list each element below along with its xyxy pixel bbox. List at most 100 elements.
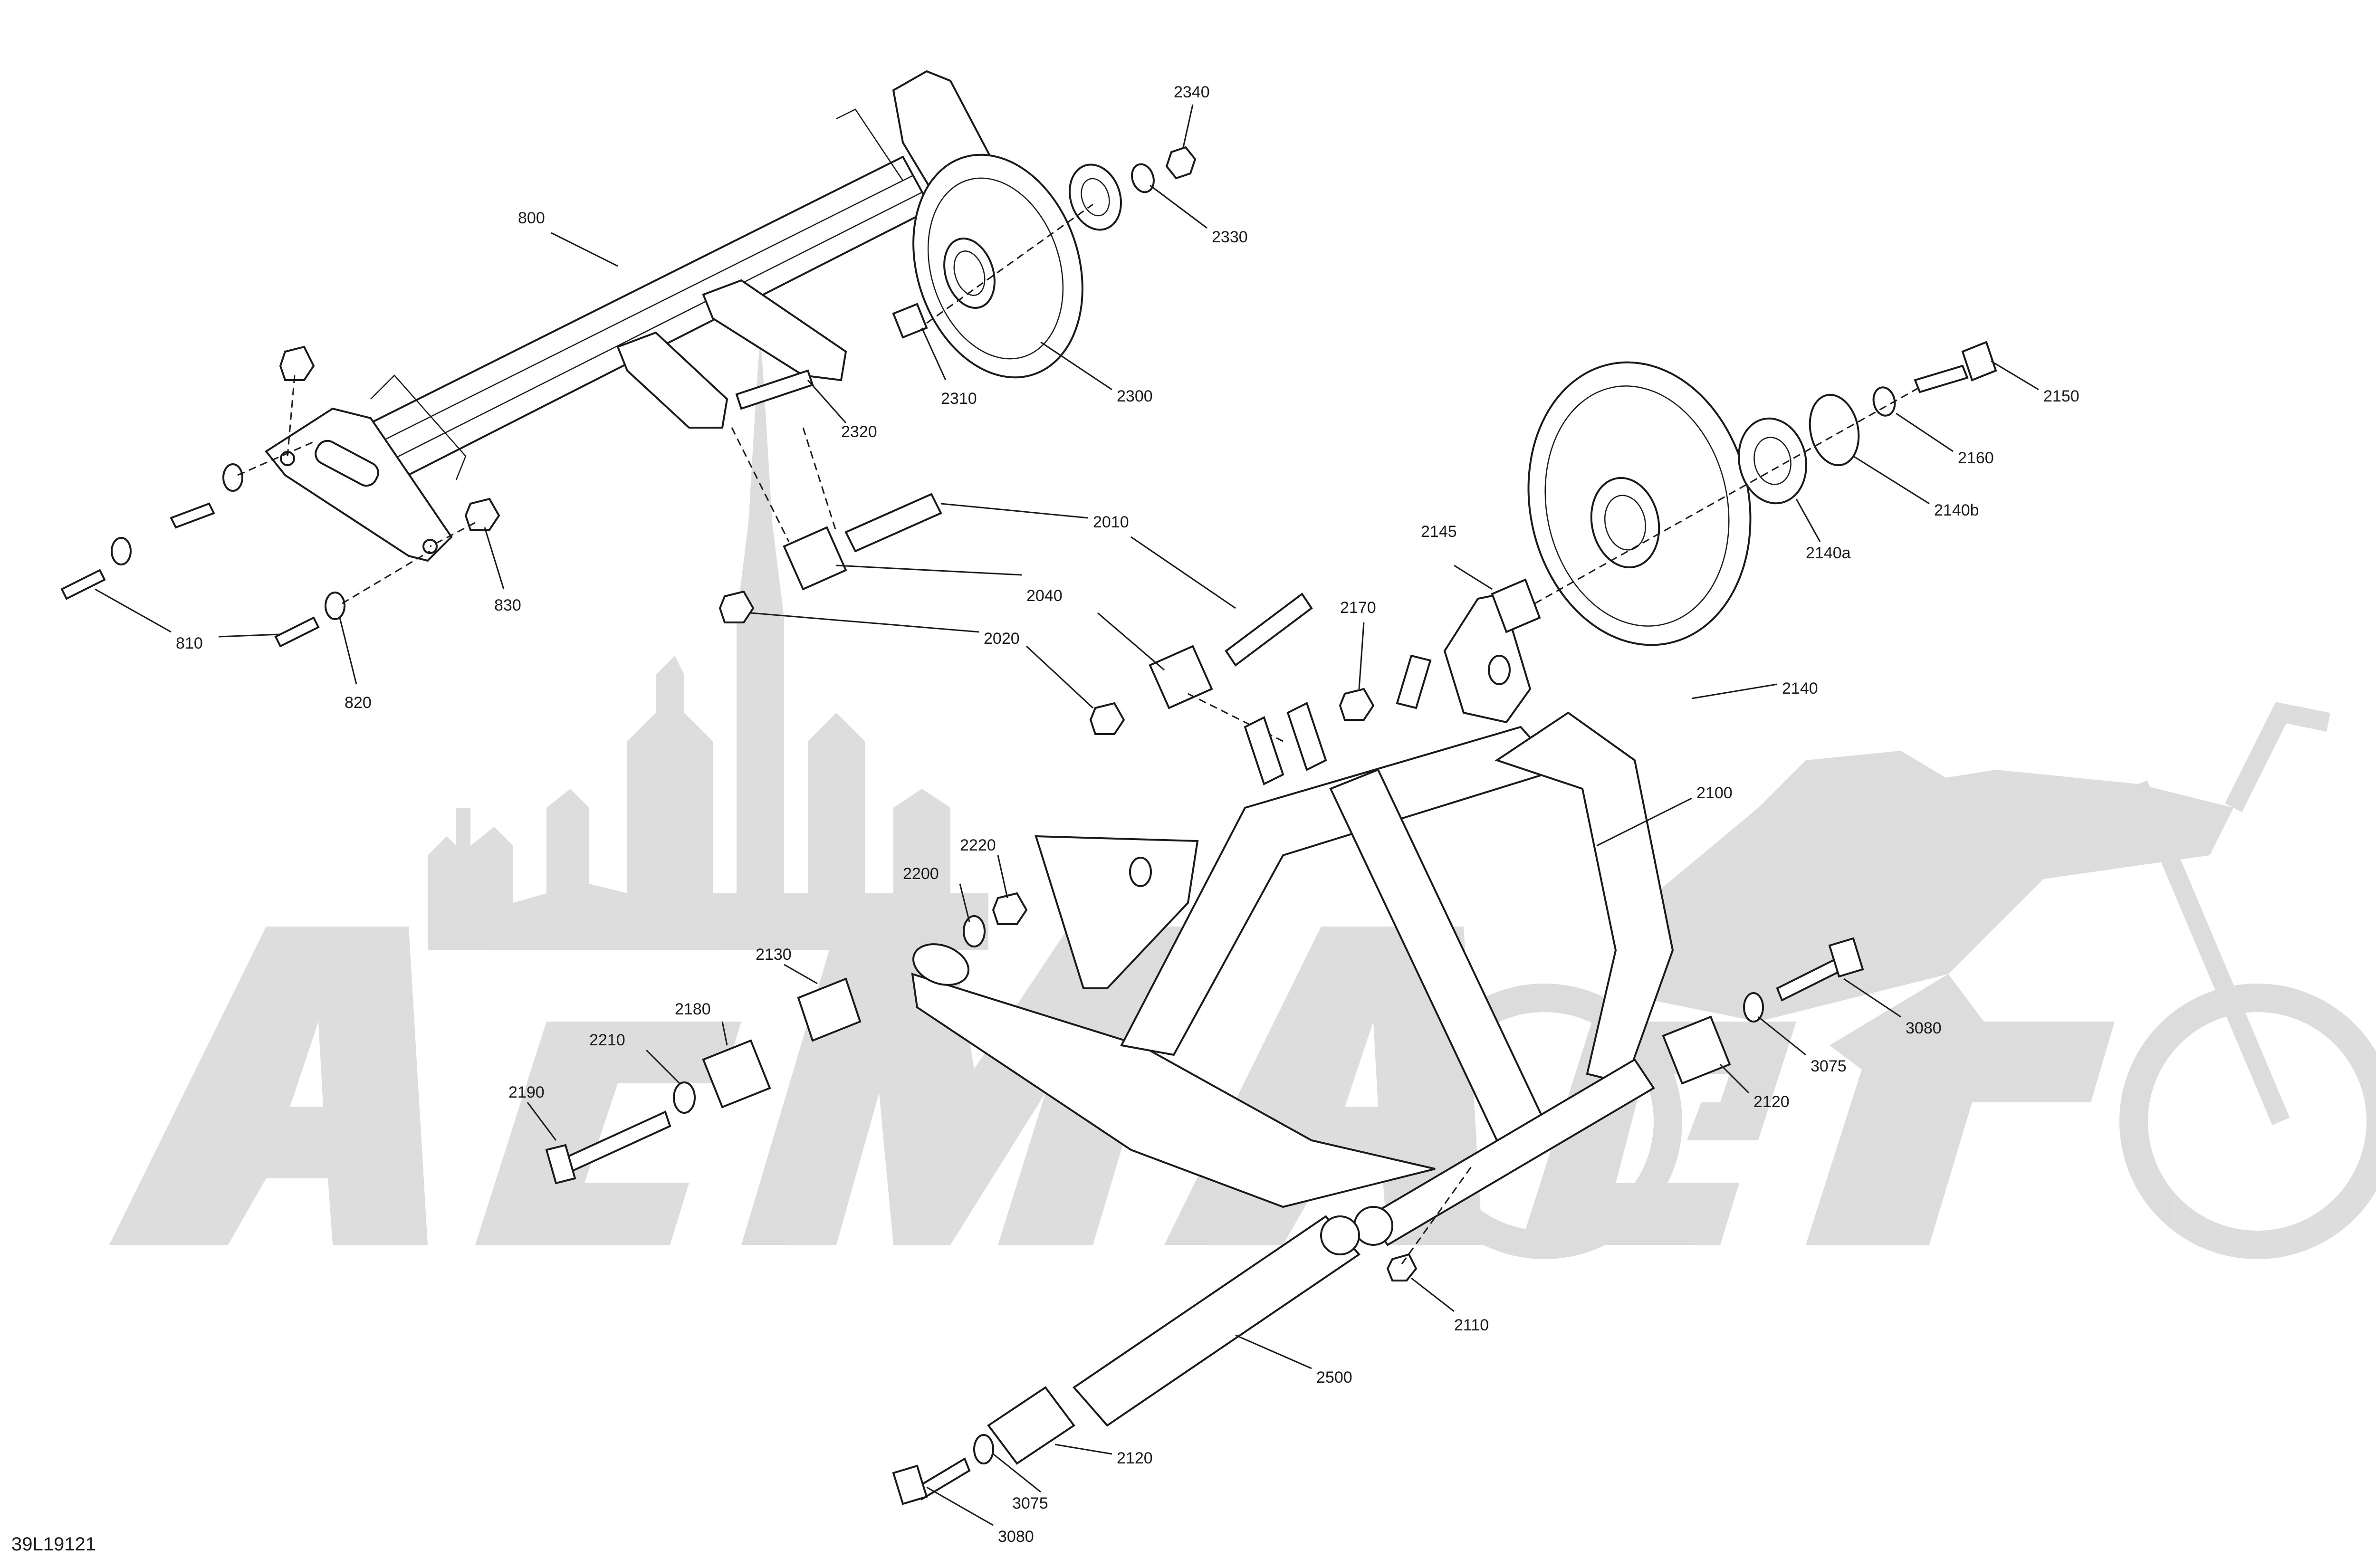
lower-left-hardware [545, 892, 1028, 1185]
fitting-2110 [1386, 1253, 1418, 1281]
washer-2200 [963, 915, 986, 947]
fitting-2170 [1339, 688, 1375, 721]
u-bracket-left [370, 374, 467, 480]
nut-2020-upper [719, 590, 755, 623]
circlip-2140b [1809, 393, 1860, 467]
callout-2145: 2145 [1421, 523, 1457, 541]
drawing-code: 39L19121 [11, 1534, 96, 1555]
callout-2320: 2320 [841, 423, 877, 441]
callout-2190: 2190 [508, 1083, 545, 1101]
washer-820-upper [222, 463, 243, 492]
callout-2200: 2200 [903, 865, 939, 883]
bolt-2320 [735, 369, 814, 410]
nut-830 [464, 497, 500, 531]
callout-3080-lower: 3080 [998, 1528, 1034, 1546]
left-mounting-plate [265, 407, 453, 562]
center-bracket-a [616, 331, 728, 429]
watermark-motorcycle [1407, 702, 2376, 1259]
washer-3075-right [1743, 992, 1764, 1023]
spacer-2040 [1149, 645, 1213, 709]
callout-2300: 2300 [1117, 387, 1153, 405]
nut-2220 [992, 892, 1028, 925]
bushing-2130 [797, 977, 862, 1042]
crossbar-end [1353, 1206, 1393, 1246]
callout-3080-right: 3080 [1906, 1019, 1942, 1037]
callout-labels: 800 810 820 830 2010 2020 2040 2100 2110… [176, 83, 2079, 1546]
swing-arm-main-tube [911, 973, 1436, 1208]
callout-810: 810 [176, 634, 203, 652]
spacer-2310 [892, 303, 928, 339]
bracket-hole [1488, 655, 1511, 685]
nut-2340 [1165, 146, 1197, 180]
bolt-2150-shank [1914, 364, 1969, 393]
callout-2120-right: 2120 [1753, 1093, 1790, 1111]
callout-3075-lower: 3075 [1012, 1494, 1048, 1512]
fitting-2170-body [1396, 654, 1432, 709]
washer-820 [325, 592, 345, 620]
left-fasteners [60, 345, 500, 648]
callout-800: 800 [518, 209, 545, 227]
center-bracket-b [702, 279, 847, 382]
swing-arm-2100 [911, 593, 1674, 1246]
crossbar-800 [341, 155, 933, 496]
callout-2130: 2130 [756, 946, 792, 964]
callout-2020: 2020 [984, 630, 1020, 648]
callout-830: 830 [494, 596, 521, 614]
callout-2140a: 2140a [1806, 544, 1851, 562]
callout-2110: 2110 [1454, 1316, 1489, 1334]
lower-idler-wheel [1491, 341, 1997, 646]
callout-2210: 2210 [589, 1031, 625, 1049]
callout-2100: 2100 [1696, 784, 1733, 802]
bearing-2330 [1069, 163, 1122, 231]
nut-830-upper [279, 345, 315, 381]
bolt-810-upper [170, 502, 215, 529]
callout-3075-right: 3075 [1811, 1057, 1847, 1075]
bolt-2190-head [545, 1144, 576, 1185]
tab-right [1286, 702, 1327, 771]
spacer-2040-upper [783, 526, 847, 591]
u-bracket-right [836, 108, 904, 181]
callout-2340: 2340 [1174, 83, 1210, 101]
shaft-2500 [1073, 1215, 1360, 1427]
callout-2330: 2330 [1212, 228, 1248, 246]
bolt-3080-lower-head [892, 1464, 928, 1505]
shaft-end [1320, 1215, 1360, 1255]
bushing-2180 [702, 1039, 771, 1109]
leader-lines [95, 104, 2039, 1526]
bottom-shaft-assembly [892, 1215, 1360, 1505]
watermark-letter-g [1521, 1022, 1796, 1245]
washer-2160 [1872, 386, 1896, 417]
watermark-letter-c [475, 1022, 741, 1245]
upper-idler-wheel [735, 146, 1197, 410]
tab-left [1244, 716, 1284, 785]
callout-2120-lower: 2120 [1117, 1449, 1153, 1467]
callout-2310: 2310 [941, 390, 977, 408]
watermark-letter-a [109, 927, 428, 1245]
washer-3075-lower [973, 1434, 994, 1464]
watermark-skyline [428, 333, 988, 950]
bracket-left-hole [1129, 857, 1152, 887]
callout-2180: 2180 [675, 1000, 711, 1018]
idler-wheel-2300 [912, 153, 1083, 379]
washer-2210 [673, 1081, 696, 1114]
watermark [109, 333, 2376, 1259]
pivot-tube-end [912, 943, 970, 986]
bearing-2140a [1738, 417, 1807, 505]
bolt-2010-upper [844, 493, 942, 553]
callout-2140: 2140 [1782, 679, 1818, 698]
washer-820-left [111, 537, 132, 565]
bushing-2120-lower [987, 1386, 1075, 1465]
callout-2140b: 2140b [1934, 501, 1979, 519]
callout-2500: 2500 [1316, 1368, 1352, 1386]
bushing-2120-right [1662, 1015, 1731, 1085]
nut-2020 [1089, 702, 1125, 735]
bolt-810 [60, 569, 106, 600]
swing-arm-bracket-left [1035, 835, 1199, 989]
callout-2040: 2040 [1026, 587, 1063, 605]
callout-820: 820 [345, 694, 372, 712]
middle-hardware [719, 427, 1313, 742]
callout-2160: 2160 [1958, 449, 1994, 467]
spacer-2145 [1491, 578, 1541, 633]
